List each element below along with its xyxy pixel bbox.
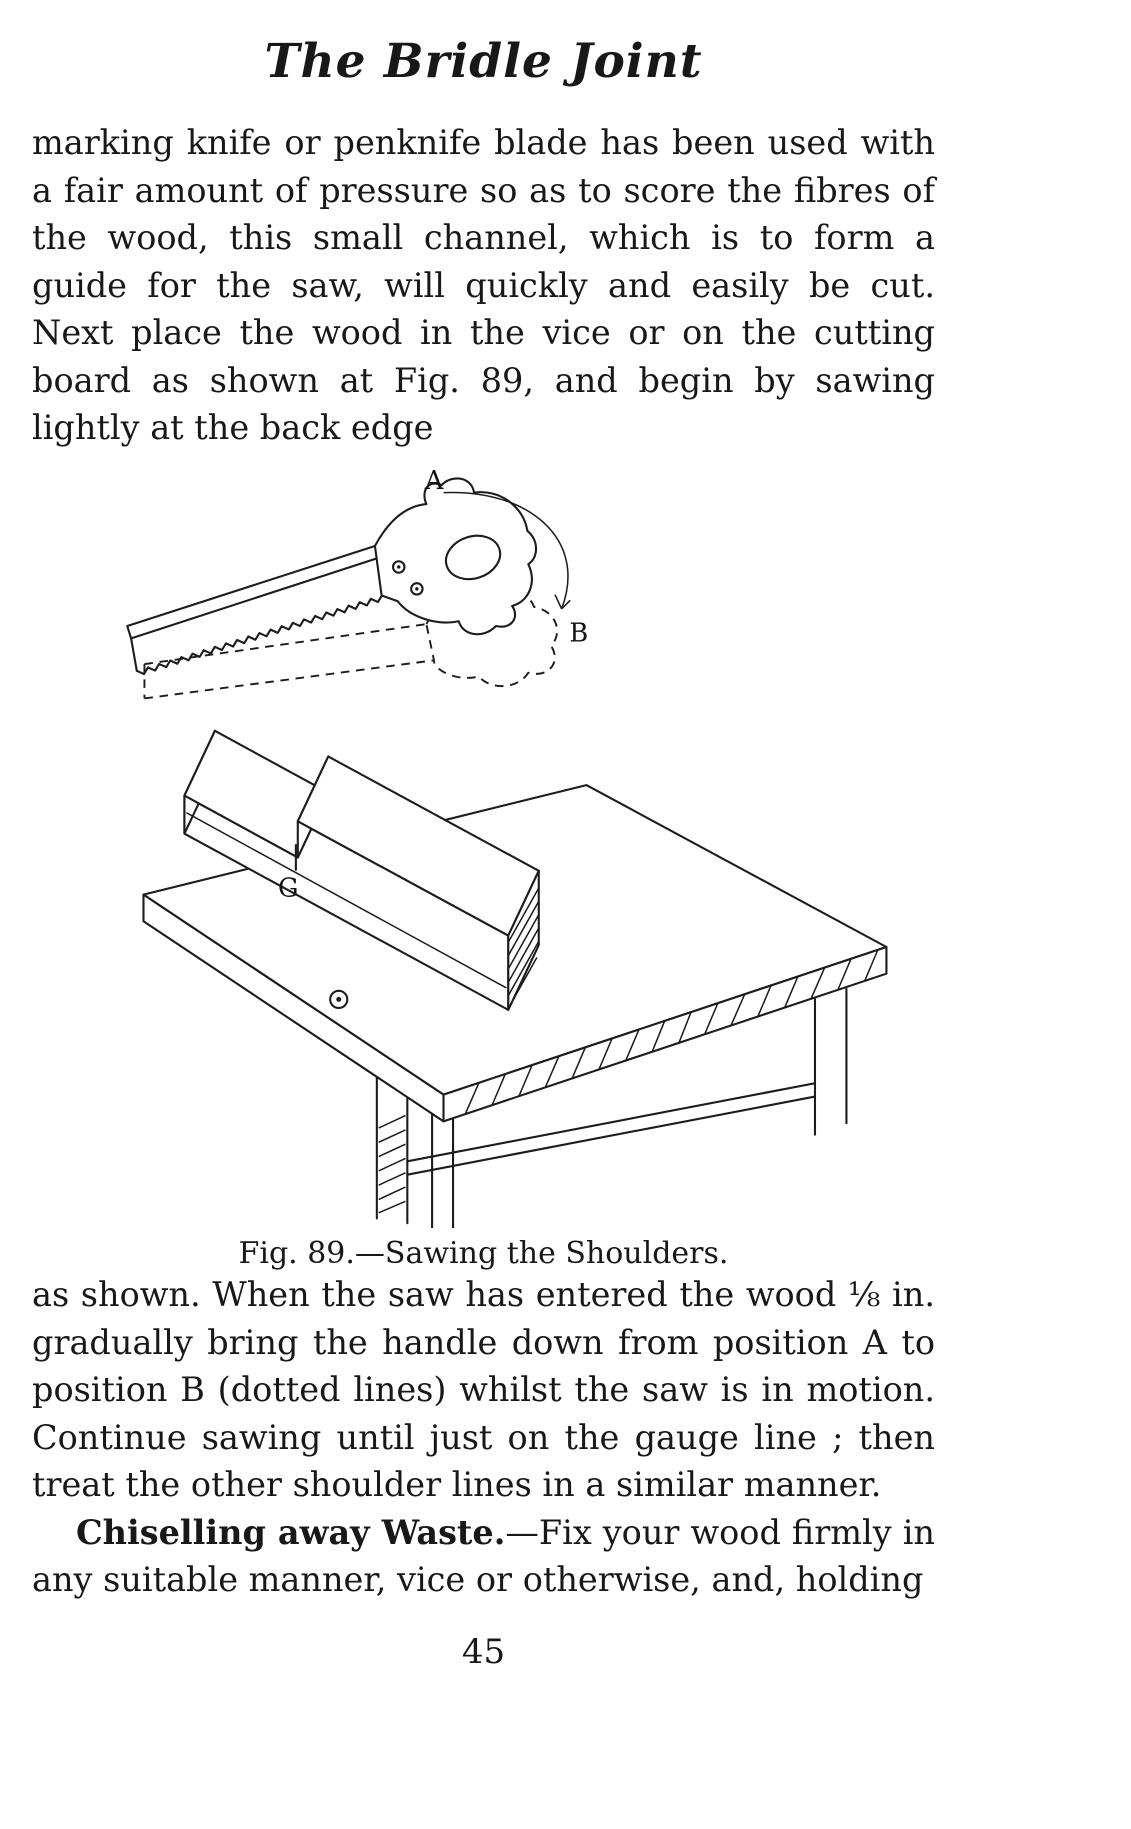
- bench-stop-center: [335, 996, 341, 1002]
- saw-screw-bottom: [409, 582, 424, 596]
- label-g: G: [277, 873, 298, 903]
- saw-handle-grip-hole: [444, 534, 501, 581]
- saw-handle: [373, 477, 537, 636]
- paragraph-3-lead: Chiselling away Waste.: [76, 1512, 506, 1552]
- dotted-blade: [142, 623, 434, 700]
- figure-89: A B G Fig. 89.—Sawing the Shoulders.: [32, 466, 935, 1271]
- paragraph-3: Chiselling away Waste.—Fix your wood fir…: [32, 1509, 935, 1604]
- paragraph-3-rest: —Fix your wood firmly in any suitable ma…: [32, 1512, 935, 1600]
- saw-blade-tip: [129, 637, 138, 672]
- bench-rail: [405, 1082, 816, 1176]
- motion-arc: [442, 491, 571, 610]
- arc-arrowhead: [553, 594, 571, 610]
- tenon-saw: [125, 477, 537, 676]
- label-b: B: [569, 618, 588, 648]
- figure-89-illustration: A B G: [125, 466, 887, 1229]
- saw-screw-top-center: [396, 565, 400, 569]
- arc-path: [442, 491, 569, 610]
- wood-piece: [182, 729, 540, 1011]
- page-title: The Bridle Joint: [264, 34, 703, 89]
- figure-labels: A B G: [277, 466, 587, 904]
- paragraph-2: as shown. When the saw has entered the w…: [32, 1274, 935, 1505]
- bench-edge-right: [441, 945, 887, 1123]
- label-a: A: [423, 466, 443, 496]
- saw-screw-top: [391, 560, 406, 574]
- saw-screw-bottom-center: [414, 587, 419, 591]
- paragraph-1: marking knife or penknife blade has been…: [32, 123, 935, 448]
- page-number: 45: [461, 1631, 506, 1672]
- wood-gauge-line: [185, 811, 507, 989]
- bench-stop: [328, 989, 348, 1009]
- saw-teeth: [135, 594, 383, 676]
- bench-edge-hatching: [464, 949, 879, 1114]
- text-column: The Bridle Joint marking knife or penkni…: [32, 34, 935, 1672]
- wood-end-hatching: [507, 887, 539, 1006]
- saw-spine: [125, 544, 378, 640]
- figure-caption: Fig. 89.—Sawing the Shoulders.: [238, 1235, 729, 1271]
- bench-leg-hatching: [377, 1114, 406, 1214]
